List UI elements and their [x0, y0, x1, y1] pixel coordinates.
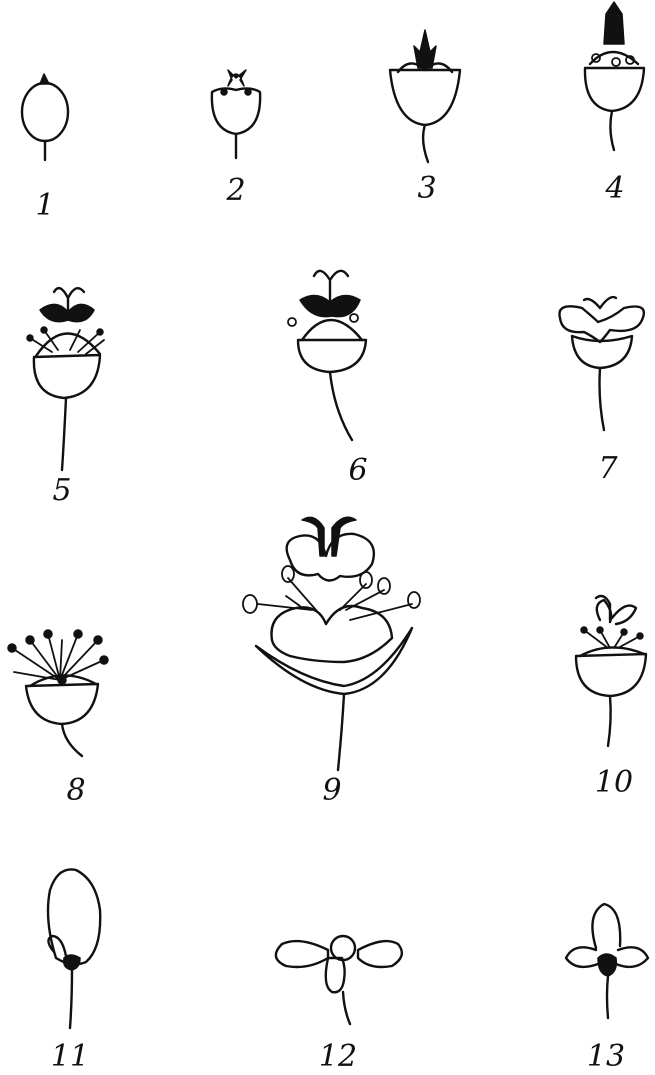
- drawing-4: 4: [585, 2, 644, 206]
- drawing-1: 1: [22, 74, 68, 223]
- drawing-6: 6: [288, 271, 368, 488]
- label-2: 2: [225, 173, 245, 208]
- drawing-9: 9: [243, 517, 420, 808]
- drawing-10: 10: [576, 596, 646, 800]
- drawing-2: 2: [212, 70, 260, 208]
- label-11: 11: [51, 1039, 89, 1074]
- label-8: 8: [66, 773, 85, 808]
- label-7: 7: [598, 451, 618, 486]
- drawing-11: 11: [48, 869, 100, 1074]
- label-12: 12: [319, 1039, 357, 1074]
- label-6: 6: [348, 453, 367, 488]
- label-13: 13: [587, 1039, 625, 1074]
- drawing-5: 5: [27, 288, 104, 508]
- label-9: 9: [322, 773, 341, 808]
- label-4: 4: [604, 171, 624, 206]
- drawing-13: 13: [566, 904, 648, 1074]
- label-3: 3: [417, 171, 436, 206]
- drawing-3: 3: [390, 30, 460, 206]
- drawing-8: 8: [8, 630, 108, 808]
- drawing-7: 7: [559, 297, 643, 486]
- label-1: 1: [35, 188, 54, 223]
- label-10: 10: [595, 765, 633, 800]
- drawing-12: 12: [276, 936, 402, 1074]
- label-5: 5: [52, 473, 71, 508]
